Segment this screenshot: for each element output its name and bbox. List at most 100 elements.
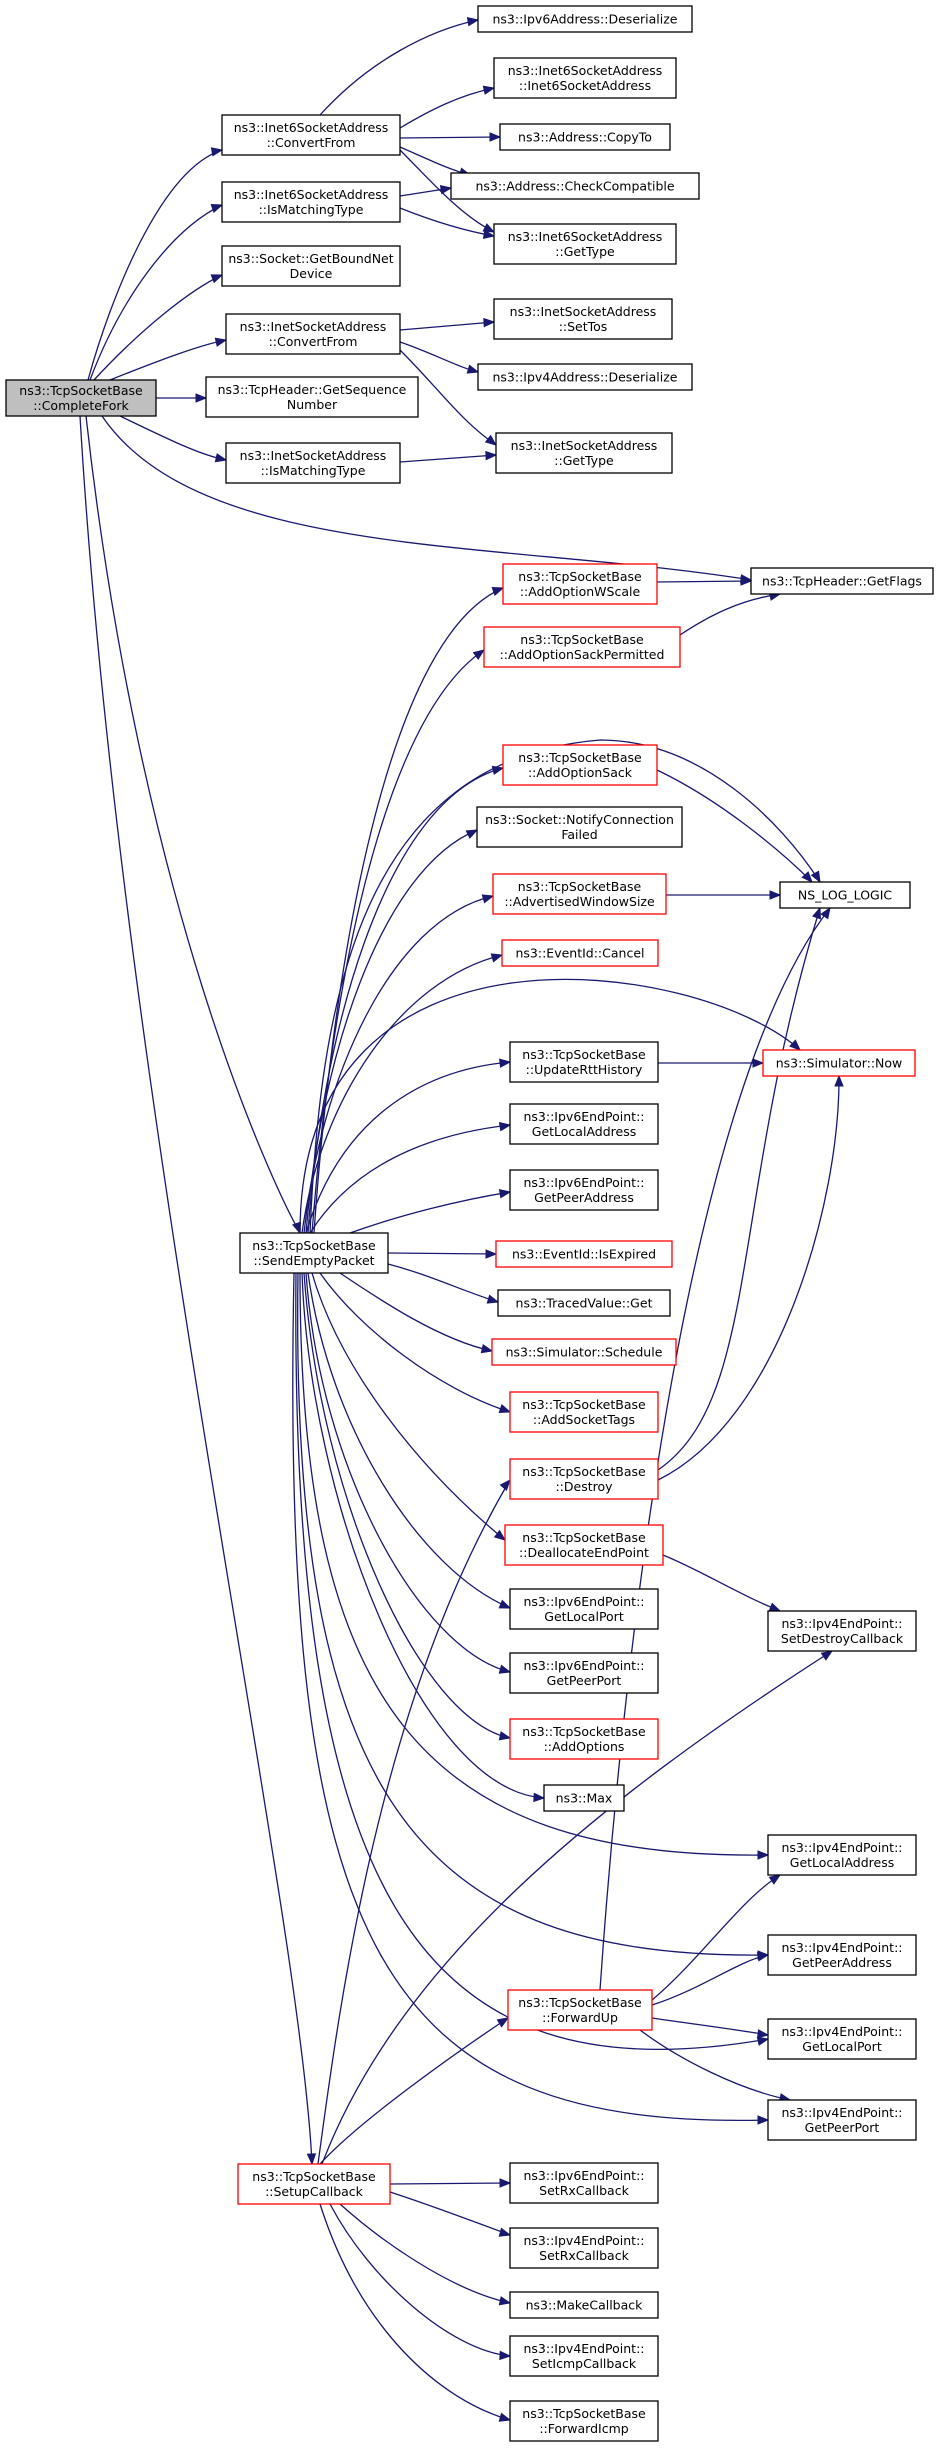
node-box xyxy=(476,806,683,848)
node-ns-log-logic[interactable]: NS_LOG_LOGIC xyxy=(779,881,911,909)
node-ipv6-endpoint-get-local-port[interactable]: ns3::Ipv6EndPoint::GetLocalPort xyxy=(509,1588,659,1630)
node-update-rtt-history[interactable]: ns3::TcpSocketBase::UpdateRttHistory xyxy=(509,1041,659,1083)
node-inet-get-type[interactable]: ns3::InetSocketAddress::GetType xyxy=(495,432,673,474)
arrow-head-icon xyxy=(498,1731,512,1741)
node-inet-set-tos[interactable]: ns3::InetSocketAddress::SetTos xyxy=(493,298,673,340)
node-ipv4-deserialize[interactable]: ns3::Ipv4Address::Deserialize xyxy=(477,363,693,391)
node-add-socket-tags[interactable]: ns3::TcpSocketBase::AddSocketTags xyxy=(509,1391,659,1433)
node-address-copy-to[interactable]: ns3::Address::CopyTo xyxy=(499,123,671,151)
node-advertised-window-size[interactable]: ns3::TcpSocketBase::AdvertisedWindowSize xyxy=(492,873,667,915)
call-edge xyxy=(89,203,224,381)
call-edge xyxy=(301,953,504,1234)
node-inet-convert-from[interactable]: ns3::InetSocketAddress::ConvertFrom xyxy=(225,313,401,355)
node-ipv4-endpoint-set-rx-callback[interactable]: ns3::Ipv4EndPoint::SetRxCallback xyxy=(509,2227,659,2269)
node-setup-callback[interactable]: ns3::TcpSocketBase::SetupCallback xyxy=(237,2163,391,2205)
node-box xyxy=(239,1232,389,1274)
arrow-head-icon xyxy=(210,147,224,157)
node-add-options[interactable]: ns3::TcpSocketBase::AddOptions xyxy=(509,1718,659,1760)
node-ipv6-endpoint-get-local-address[interactable]: ns3::Ipv6EndPoint::GetLocalAddress xyxy=(509,1103,659,1145)
node-ipv6-endpoint-set-rx-callback[interactable]: ns3::Ipv6EndPoint::SetRxCallback xyxy=(509,2162,659,2204)
node-inet6-ctor[interactable]: ns3::Inet6SocketAddress::Inet6SocketAddr… xyxy=(493,57,677,99)
call-edge xyxy=(311,649,486,1234)
call-edge xyxy=(387,1263,500,1304)
arrow-head-icon xyxy=(499,1058,512,1068)
arrow-head-icon xyxy=(498,2227,512,2237)
arrow-head-icon xyxy=(481,894,495,904)
call-edge xyxy=(658,1058,765,1068)
node-add-option-sack[interactable]: ns3::TcpSocketBase::AddOptionSack xyxy=(502,744,658,786)
arrow-head-icon xyxy=(499,1478,511,1492)
node-label: ::GetType xyxy=(554,453,614,468)
node-add-option-wscale[interactable]: ns3::TcpSocketBase::AddOptionWScale xyxy=(502,563,658,605)
call-edge xyxy=(301,1272,546,1803)
arrow-head-icon xyxy=(820,906,831,920)
node-label: ::ConvertFrom xyxy=(267,135,356,150)
node-ipv6-endpoint-get-peer-port[interactable]: ns3::Ipv6EndPoint::GetPeerPort xyxy=(509,1652,659,1694)
arrow-head-icon xyxy=(789,1039,801,1051)
arrow-head-icon xyxy=(466,364,480,374)
arrow-head-icon xyxy=(482,223,496,233)
node-box xyxy=(509,2335,659,2377)
node-ipv4-endpoint-set-destroy-callback[interactable]: ns3::Ipv4EndPoint::SetDestroyCallback xyxy=(767,1610,917,1652)
node-max[interactable]: ns3::Max xyxy=(543,1784,625,1812)
node-ipv4-endpoint-get-local-port[interactable]: ns3::Ipv4EndPoint::GetLocalPort xyxy=(767,2018,917,2060)
node-address-check-compatible[interactable]: ns3::Address::CheckCompatible xyxy=(450,172,700,200)
node-ipv4-endpoint-set-icmp-callback[interactable]: ns3::Ipv4EndPoint::SetIcmpCallback xyxy=(509,2335,659,2377)
node-make-callback[interactable]: ns3::MakeCallback xyxy=(509,2291,659,2319)
node-inet6-is-matching-type[interactable]: ns3::Inet6SocketAddress::IsMatchingType xyxy=(221,181,401,223)
node-destroy[interactable]: ns3::TcpSocketBase::Destroy xyxy=(509,1458,659,1500)
node-inet-is-matching-type[interactable]: ns3::InetSocketAddress::IsMatchingType xyxy=(225,442,401,484)
node-inet6-get-type[interactable]: ns3::Inet6SocketAddress::GetType xyxy=(493,223,677,265)
node-ipv4-endpoint-get-peer-address[interactable]: ns3::Ipv4EndPoint::GetPeerAddress xyxy=(767,1934,917,1976)
node-box xyxy=(767,1610,917,1652)
node-simulator-now[interactable]: ns3::Simulator::Now xyxy=(762,1049,916,1077)
node-simulator-schedule[interactable]: ns3::Simulator::Schedule xyxy=(491,1338,677,1366)
node-box xyxy=(779,881,911,909)
arrow-head-icon xyxy=(493,1529,507,1541)
node-add-option-sack-permitted[interactable]: ns3::TcpSocketBase::AddOptionSackPermitt… xyxy=(483,626,681,668)
node-label: ns3::Address::CheckCompatible xyxy=(475,179,674,194)
call-edge xyxy=(389,2191,512,2237)
call-edge xyxy=(156,393,208,403)
node-box xyxy=(509,1458,659,1500)
node-label: ns3::Ipv4EndPoint:: xyxy=(782,2105,903,2120)
node-label: ::UpdateRttHistory xyxy=(526,1062,643,1077)
node-complete-fork[interactable]: ns3::TcpSocketBase::CompleteFork xyxy=(5,379,157,417)
node-deallocate-endpoint[interactable]: ns3::TcpSocketBase::DeallocateEndPoint xyxy=(504,1524,664,1566)
call-edge xyxy=(319,17,480,116)
node-tcp-header-get-flags[interactable]: ns3::TcpHeader::GetFlags xyxy=(750,567,934,595)
call-edge xyxy=(109,337,228,381)
node-inet6-convert-from[interactable]: ns3::Inet6SocketAddress::ConvertFrom xyxy=(221,114,401,156)
node-label: ::IsMatchingType xyxy=(259,202,364,217)
call-edge xyxy=(329,2203,512,2361)
node-traced-value-get[interactable]: ns3::TracedValue::Get xyxy=(497,1289,671,1317)
node-box xyxy=(477,5,693,33)
node-event-id-is-expired[interactable]: ns3::EventId::IsExpired xyxy=(495,1240,673,1268)
node-send-empty-packet[interactable]: ns3::TcpSocketBase::SendEmptyPacket xyxy=(239,1232,389,1274)
node-label: ::ForwardIcmp xyxy=(539,2421,628,2436)
arrow-head-icon xyxy=(480,1343,494,1354)
node-label: ns3::TcpSocketBase xyxy=(252,2169,376,2184)
node-ipv6-deserialize[interactable]: ns3::Ipv6Address::Deserialize xyxy=(477,5,693,33)
node-forward-icmp[interactable]: ns3::TcpSocketBase::ForwardIcmp xyxy=(509,2400,659,2442)
node-label: ::IsMatchingType xyxy=(261,463,366,478)
node-label: ::ConvertFrom xyxy=(269,334,358,349)
call-edge xyxy=(295,1272,770,2051)
node-forward-up[interactable]: ns3::TcpSocketBase::ForwardUp xyxy=(507,1989,653,2031)
node-label: GetLocalAddress xyxy=(790,1855,894,1870)
node-label: ::AdvertisedWindowSize xyxy=(504,894,655,909)
node-event-id-cancel[interactable]: ns3::EventId::Cancel xyxy=(501,939,659,967)
call-edge xyxy=(399,317,496,331)
node-box xyxy=(509,1391,659,1433)
node-ipv4-endpoint-get-peer-port[interactable]: ns3::Ipv4EndPoint::GetPeerPort xyxy=(767,2099,917,2141)
node-label: ns3::Simulator::Now xyxy=(776,1056,903,1071)
node-box xyxy=(509,2291,659,2319)
call-edge xyxy=(85,415,301,1235)
node-label: ns3::Ipv6EndPoint:: xyxy=(524,1109,645,1124)
node-ipv4-endpoint-get-local-address[interactable]: ns3::Ipv4EndPoint::GetLocalAddress xyxy=(767,1834,917,1876)
node-label: ::SetTos xyxy=(559,319,608,334)
node-ipv6-endpoint-get-peer-address[interactable]: ns3::Ipv6EndPoint::GetPeerAddress xyxy=(509,1169,659,1211)
